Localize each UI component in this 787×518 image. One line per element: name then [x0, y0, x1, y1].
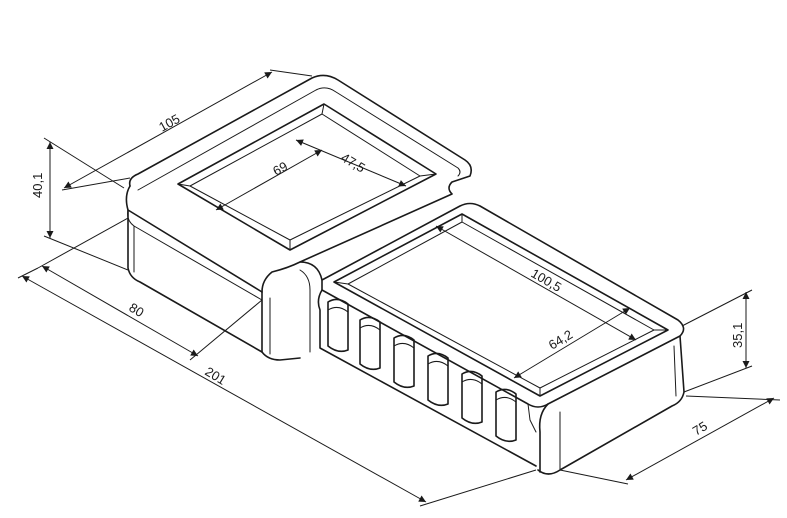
- dim-64-2: 64,2: [513, 307, 631, 379]
- grip-slots: [327, 298, 517, 443]
- window-opening: [177, 103, 437, 251]
- dim-35-1: 35,1: [681, 289, 753, 393]
- dim-40-1: 40,1: [30, 137, 129, 271]
- dim-35-1-label: 35,1: [730, 323, 745, 348]
- dim-40-1-label: 40,1: [30, 173, 45, 198]
- dim-69-label: 69: [270, 158, 290, 178]
- dim-80: 80: [37, 217, 263, 361]
- dim-201: 201: [17, 267, 537, 507]
- dim-75: 75: [559, 395, 781, 485]
- dim-75-label: 75: [690, 418, 710, 438]
- dim-64-2-label: 64,2: [546, 327, 575, 353]
- dim-201-label: 201: [202, 364, 228, 388]
- dim-window: 69 47,5: [215, 139, 407, 211]
- dim-47-5-label: 47,5: [338, 150, 367, 176]
- lower-housing: [317, 202, 685, 475]
- dim-105-label: 105: [156, 111, 182, 135]
